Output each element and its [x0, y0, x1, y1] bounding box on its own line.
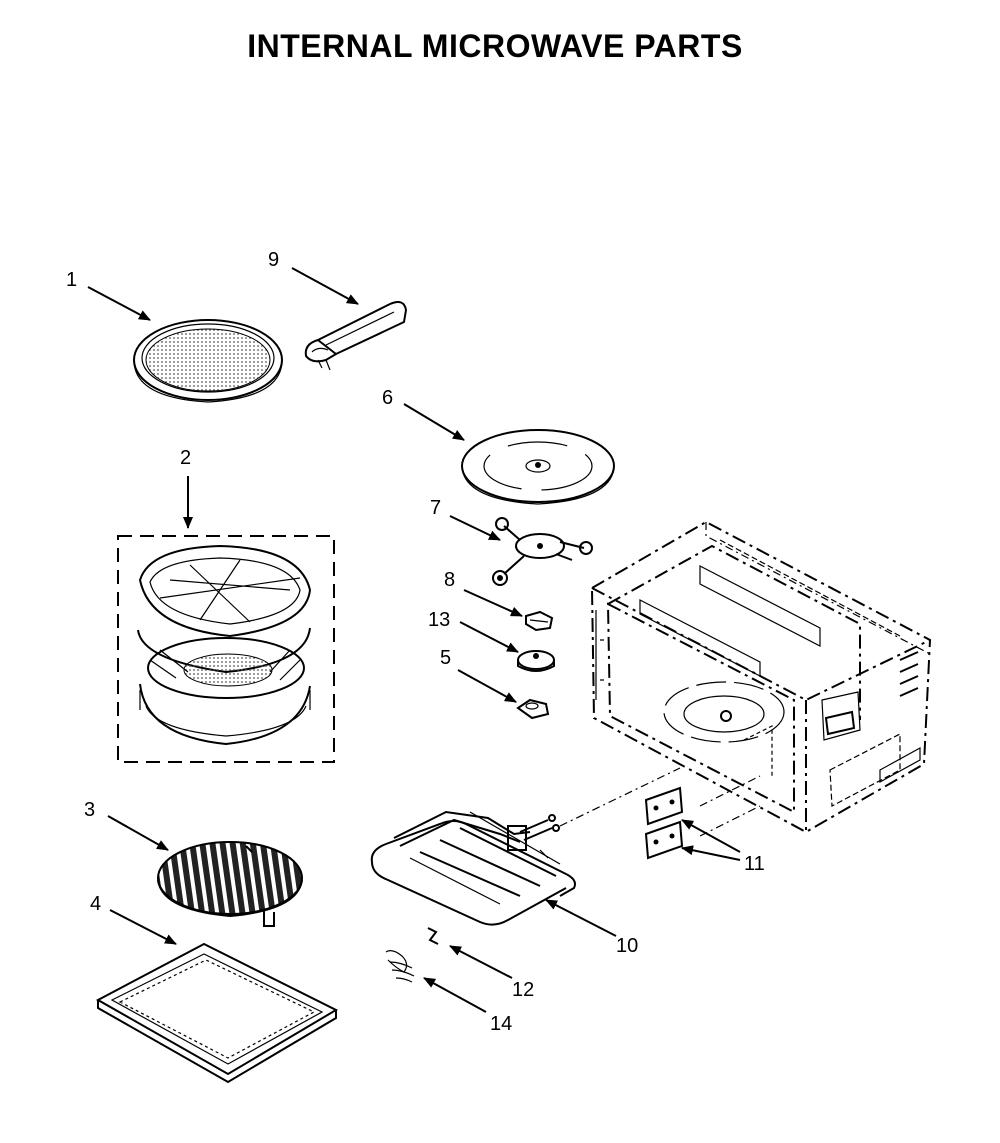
crisper-handle-part — [304, 301, 408, 371]
leader-3 — [107, 815, 169, 851]
baking-tray-part — [95, 942, 339, 1084]
callout-9: 9 — [268, 249, 279, 271]
leader-13 — [459, 621, 519, 653]
leader-5 — [457, 669, 517, 703]
callout-4: 4 — [90, 893, 101, 915]
callout-10: 10 — [616, 935, 638, 957]
leader-12 — [449, 945, 513, 979]
reflector-part — [385, 950, 415, 983]
leader-6 — [403, 403, 465, 441]
callout-12: 12 — [512, 979, 534, 1001]
leader-10 — [545, 899, 617, 937]
roller-support-part — [492, 517, 593, 586]
turntable-motor-part — [517, 650, 555, 672]
sensor-part — [516, 698, 550, 720]
diagram-title: INTERNAL MICROWAVE PARTS — [247, 28, 743, 64]
leader-1 — [87, 286, 151, 321]
leader-4 — [109, 909, 177, 945]
callout-14: 14 — [490, 1013, 512, 1035]
clip-part — [427, 927, 439, 945]
crisper-pan-part — [133, 319, 283, 403]
leader-14 — [423, 977, 487, 1013]
leader-11a — [681, 819, 741, 853]
callout-13: 13 — [428, 609, 450, 631]
callout-5: 5 — [440, 647, 451, 669]
leader-7 — [449, 515, 501, 541]
steamer-kit-part — [117, 535, 335, 763]
callout-7: 7 — [430, 497, 441, 519]
callout-8: 8 — [444, 569, 455, 591]
leader-9 — [291, 267, 359, 305]
microwave-cavity-frame — [590, 520, 932, 834]
callout-2: 2 — [180, 447, 191, 469]
callout-3: 3 — [84, 799, 95, 821]
callout-6: 6 — [382, 387, 393, 409]
leader-8 — [463, 589, 523, 617]
grill-rack-part — [157, 841, 303, 927]
heating-element-part — [370, 767, 681, 926]
cover-plates-part — [644, 775, 761, 860]
callout-1: 1 — [66, 269, 77, 291]
turntable-part — [461, 429, 615, 505]
callout-11: 11 — [744, 853, 765, 875]
leader-11b — [681, 845, 741, 861]
coupler-part — [525, 610, 554, 632]
